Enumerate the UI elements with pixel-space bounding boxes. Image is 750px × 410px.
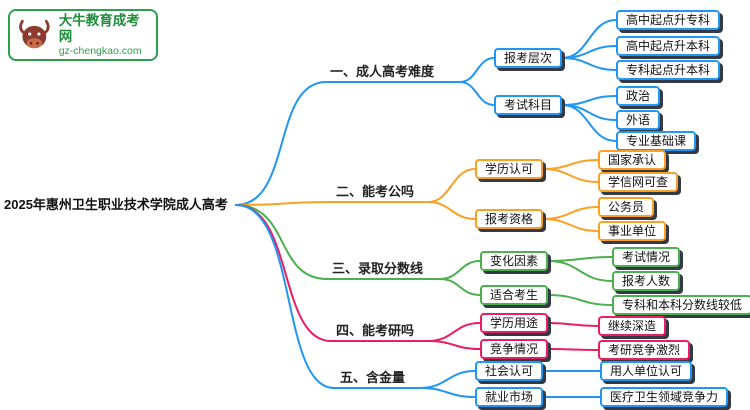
leaf-node: 继续深造 bbox=[598, 316, 667, 336]
leaf-node: 公务员 bbox=[598, 197, 655, 217]
bull-icon bbox=[19, 19, 50, 49]
topic-node: 社会认可 bbox=[475, 361, 544, 381]
topic-node: 报考层次 bbox=[494, 48, 563, 68]
logo-site-name: 大牛教育成考网 bbox=[58, 12, 140, 44]
leaf-node: 学信网可查 bbox=[598, 172, 679, 192]
topic-node: 考试科目 bbox=[494, 95, 563, 115]
leaf-node: 事业单位 bbox=[598, 221, 667, 241]
site-logo: 大牛教育成考网 gz-chengkao.com bbox=[8, 9, 158, 61]
leaf-node: 报考人数 bbox=[612, 271, 681, 291]
branch-5-label: 五、含金量 bbox=[340, 370, 406, 385]
leaf-node: 外语 bbox=[616, 110, 661, 130]
leaf-node: 国家承认 bbox=[598, 150, 667, 170]
branch-1-label: 一、成人高考难度 bbox=[330, 64, 435, 79]
leaf-node: 专科起点升本科 bbox=[616, 60, 721, 80]
logo-site-url: gz-chengkao.com bbox=[58, 44, 142, 57]
branch-3-lines bbox=[235, 204, 613, 306]
topic-node: 学历认可 bbox=[475, 159, 544, 179]
leaf-node: 政治 bbox=[616, 86, 661, 106]
leaf-node: 专业基础课 bbox=[616, 131, 697, 151]
branch-2-label: 二、能考公吗 bbox=[336, 184, 415, 199]
leaf-node: 医疗卫生领域竞争力 bbox=[600, 387, 729, 407]
topic-node: 竞争情况 bbox=[480, 339, 549, 359]
branch-2-lines bbox=[235, 159, 599, 232]
root-topic: 2025年惠州卫生职业技术学院成人高考 bbox=[4, 197, 228, 212]
topic-node: 就业市场 bbox=[475, 387, 544, 407]
topic-node: 变化因素 bbox=[480, 251, 549, 271]
topic-node: 适合考生 bbox=[480, 285, 549, 305]
logo-text: 大牛教育成考网 gz-chengkao.com bbox=[59, 13, 150, 58]
leaf-node: 考研竞争激烈 bbox=[598, 340, 691, 360]
leaf-node: 高中起点升本科 bbox=[616, 36, 721, 56]
branch-4-label: 四、能考研吗 bbox=[336, 323, 415, 338]
leaf-node: 高中起点升专科 bbox=[616, 10, 721, 30]
leaf-node: 考试情况 bbox=[612, 247, 681, 267]
topic-node: 学历用途 bbox=[480, 313, 549, 333]
topic-node: 报考资格 bbox=[475, 209, 544, 229]
leaf-node: 专科和本科分数线较低 bbox=[612, 295, 750, 315]
branch-3-label: 三、录取分数线 bbox=[332, 261, 424, 276]
leaf-node: 用人单位认可 bbox=[600, 361, 693, 381]
